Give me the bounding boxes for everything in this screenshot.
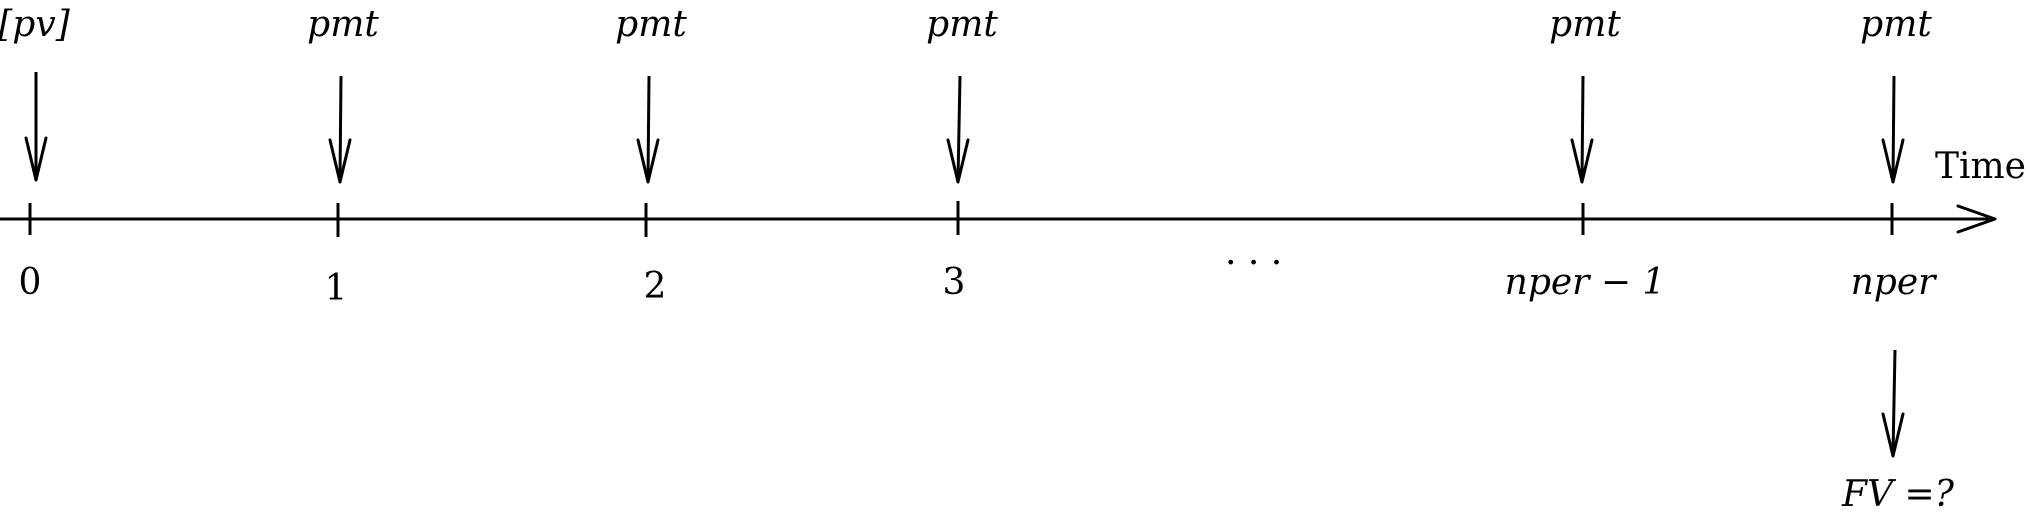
period-2-arrow-shaft — [646, 75, 651, 181]
period-nper-minus-1-down-arrow-icon — [1570, 138, 1594, 184]
period-1-arrow-shaft — [338, 75, 343, 181]
period-0: [pv] 0 — [0, 4, 71, 303]
period-nper-tick-label: nper — [1851, 262, 1938, 303]
period-3-tick-label: 3 — [943, 262, 966, 303]
period-0-flow-label: [pv] — [0, 4, 71, 45]
period-nper: pmt nper — [1851, 4, 1938, 303]
period-2-tick-label: 2 — [644, 266, 667, 307]
period-2-flow-label: pmt — [615, 4, 687, 45]
period-nper-minus-1: pmt nper − 1 — [1505, 4, 1666, 303]
period-nper-arrow-shaft — [1891, 75, 1896, 181]
future-value-result: FV =? — [1841, 349, 1955, 514]
future-value-label: FV =? — [1841, 474, 1955, 514]
period-nper-flow-label: pmt — [1860, 4, 1932, 45]
period-nper-down-arrow-icon — [1881, 138, 1905, 184]
periods-ellipsis: . . . — [1225, 232, 1282, 273]
period-nper-minus-1-arrow-shaft — [1580, 75, 1585, 181]
period-nper-minus-1-flow-label: pmt — [1549, 4, 1621, 45]
time-axis-arrowhead-icon — [1956, 204, 1997, 234]
period-1: pmt 1 — [307, 4, 379, 309]
period-3-arrow-shaft — [956, 75, 962, 181]
period-0-down-arrow-icon — [24, 136, 48, 182]
period-1-flow-label: pmt — [307, 4, 379, 45]
future-value-arrow-shaft — [1891, 349, 1897, 455]
period-1-tick-label: 1 — [325, 268, 348, 309]
period-2-down-arrow-icon — [636, 138, 660, 184]
future-value-down-arrow-icon — [1881, 412, 1905, 458]
period-nper-minus-1-tick-label: nper − 1 — [1505, 262, 1666, 303]
time-axis-label: Time — [1935, 146, 2026, 187]
period-0-tick-label: 0 — [19, 262, 42, 303]
period-1-down-arrow-icon — [328, 138, 352, 184]
period-3-down-arrow-icon — [946, 138, 970, 184]
period-3: pmt 3 — [926, 4, 998, 303]
period-2: pmt 2 — [615, 4, 687, 307]
period-3-flow-label: pmt — [926, 4, 998, 45]
